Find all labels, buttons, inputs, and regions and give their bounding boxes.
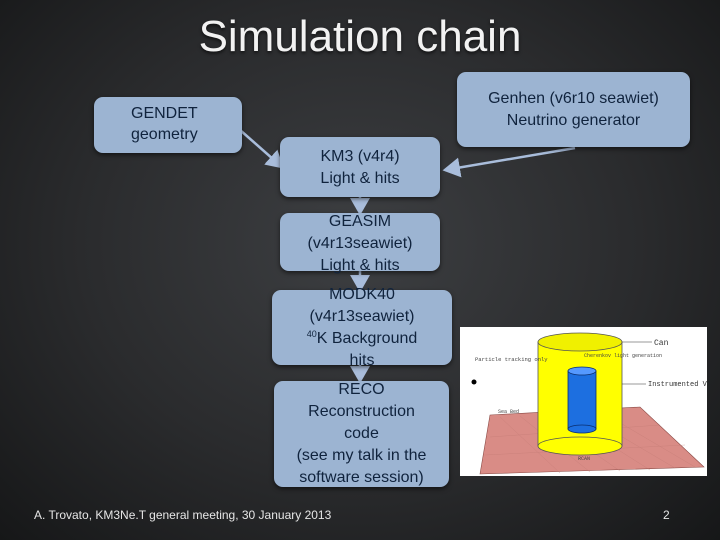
instrumented-volume-bottom: [567, 424, 597, 434]
instrumented-volume-top: [567, 366, 597, 376]
genhen-box: Genhen (v6r10 seawiet) Neutrino generato…: [457, 72, 690, 147]
genhen-line1: Genhen (v6r10 seawiet): [488, 90, 659, 107]
modk40-line2: (v4r13seawiet): [309, 308, 415, 325]
label-rcan: RCAN: [578, 456, 590, 462]
reco-line2: Reconstruction: [308, 403, 415, 420]
reco-line3: code: [344, 425, 379, 442]
k40-superscript: 40: [306, 329, 317, 339]
gendet-line2: geometry: [131, 126, 198, 143]
label-cherenkov: Cherenkov light generation: [584, 353, 662, 359]
km3-box: KM3 (v4r4) Light & hits: [280, 137, 440, 197]
km3-line2: Light & hits: [320, 170, 400, 187]
reco-box: RECO Reconstruction code (see my talk in…: [274, 381, 449, 487]
geasim-line2: (v4r13seawiet): [307, 235, 413, 252]
can-top: [537, 332, 623, 352]
gendet-box: GENDET geometry: [94, 97, 242, 153]
modk40-box: MODK40 (v4r13seawiet) 40K Background hit…: [272, 286, 452, 369]
reco-line4: (see my talk in the: [296, 447, 427, 464]
arrow-genhen-km3: [442, 146, 576, 178]
can-bottom: [537, 436, 623, 456]
label-can: Can: [654, 339, 669, 348]
label-instrumented: Instrumented Volume: [648, 381, 707, 389]
modk40-line3-text: K Background: [316, 330, 418, 347]
slide-footer: A. Trovato, KM3Ne.T general meeting, 30 …: [34, 508, 332, 522]
label-tracking: Particle tracking only: [475, 356, 548, 363]
slide-title: Simulation chain: [198, 12, 522, 61]
geasim-box: GEASIM (v4r13seawiet) Light & hits: [280, 213, 440, 274]
gendet-line1: GENDET: [131, 105, 198, 122]
reco-line1: RECO: [338, 381, 385, 398]
modk40-line4: hits: [349, 352, 375, 369]
modk40-line3: 40K Background: [272, 328, 452, 350]
detector-can-figure: Can Particle tracking only Cherenkov lig…: [460, 327, 720, 476]
geasim-line1: GEASIM: [328, 213, 392, 230]
reco-line5: software session): [299, 469, 424, 486]
tracking-dot: [471, 379, 477, 385]
modk40-line1: MODK40: [329, 286, 395, 303]
geasim-line3: Light & hits: [320, 257, 400, 274]
arrow-gendet-km3: [239, 129, 284, 169]
km3-line1: KM3 (v4r4): [320, 148, 400, 165]
label-seabed: Sea Bed: [498, 409, 519, 415]
page-number: 2: [663, 508, 670, 522]
genhen-line2: Neutrino generator: [506, 112, 641, 129]
can-diagram: Can Particle tracking only Cherenkov lig…: [471, 332, 720, 475]
instrumented-volume-body: [567, 370, 597, 430]
